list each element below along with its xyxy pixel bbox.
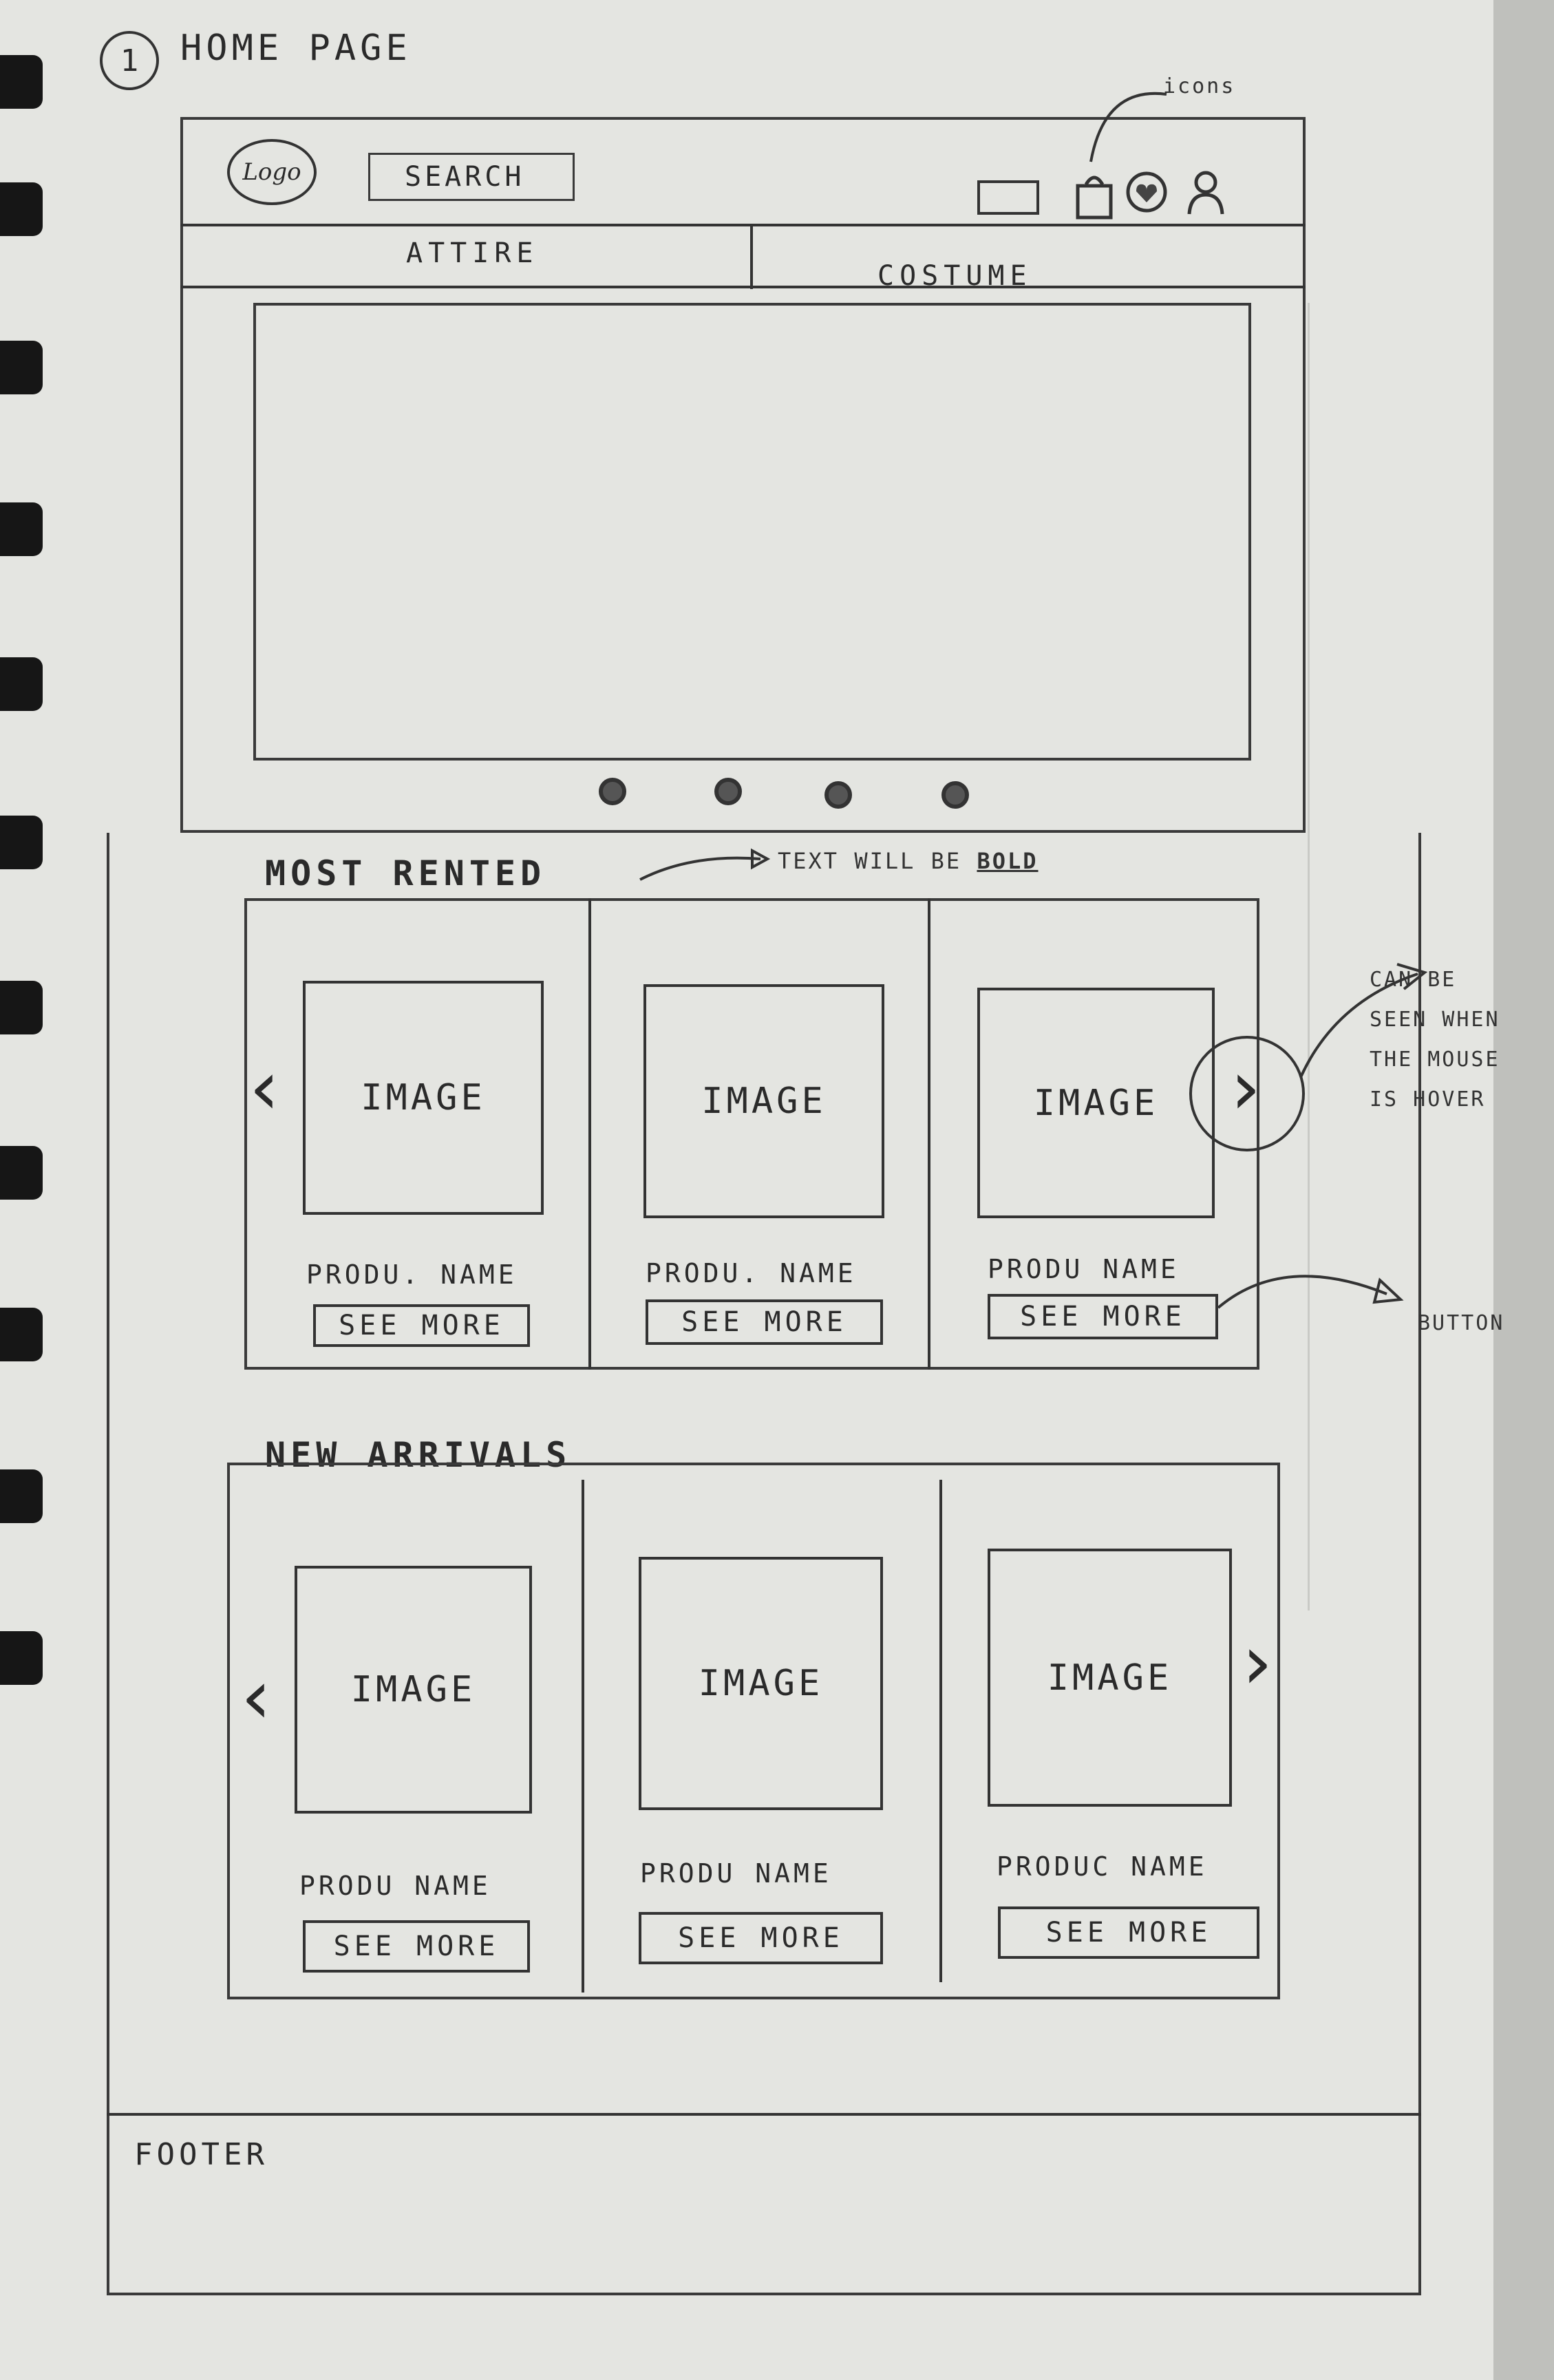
carousel-dot[interactable] bbox=[714, 778, 742, 805]
product-name: PRODU Name bbox=[640, 1858, 832, 1889]
binding-ring bbox=[0, 1146, 43, 1200]
card-divider bbox=[588, 898, 591, 1370]
product-image[interactable]: IMAGE bbox=[303, 981, 544, 1215]
hover-highlight-circle bbox=[1189, 1036, 1305, 1151]
card-divider bbox=[939, 1480, 942, 1982]
binding-ring bbox=[0, 341, 43, 394]
see-more-button[interactable]: SEE MORE bbox=[988, 1294, 1218, 1339]
search-input[interactable]: SEARCH bbox=[368, 153, 575, 201]
see-more-button[interactable]: SEE MORE bbox=[998, 1906, 1259, 1959]
nav-bottom-border bbox=[180, 286, 1306, 288]
heart-icon[interactable] bbox=[1125, 171, 1168, 216]
section-title-most-rented: MOST RENTED bbox=[265, 853, 546, 893]
product-image[interactable]: IMAGE bbox=[988, 1549, 1232, 1807]
bold-annotation-word: BOLD bbox=[977, 848, 1039, 874]
basket-icon[interactable] bbox=[1074, 171, 1115, 223]
icons-annotation: icons bbox=[1163, 74, 1236, 98]
product-image[interactable]: IMAGE bbox=[295, 1566, 532, 1814]
carousel-dot[interactable] bbox=[599, 778, 626, 805]
product-image[interactable]: IMAGE bbox=[639, 1557, 883, 1810]
page-frame-bottom bbox=[107, 833, 1421, 2295]
footer-divider bbox=[107, 2113, 1421, 2116]
logo[interactable]: Logo bbox=[227, 139, 317, 205]
bold-annotation: TEXT WILL BE BOLD bbox=[778, 848, 1039, 874]
see-more-button[interactable]: SEE MORE bbox=[303, 1920, 530, 1973]
tab-costume[interactable]: COSTUME bbox=[877, 260, 1032, 292]
product-image[interactable]: IMAGE bbox=[643, 984, 884, 1218]
card-divider bbox=[582, 1480, 584, 1993]
chevron-left-icon[interactable]: ‹ bbox=[241, 1653, 271, 1741]
nav-divider bbox=[180, 224, 1306, 226]
card-divider bbox=[928, 898, 930, 1370]
new-arrivals-carousel bbox=[227, 1463, 1280, 1999]
see-more-button[interactable]: SEE MORE bbox=[639, 1912, 883, 1964]
binding-ring bbox=[0, 1631, 43, 1685]
binding-ring bbox=[0, 502, 43, 556]
button-annotation: BUTTON bbox=[1418, 1311, 1505, 1335]
product-name: PRODU. NAME bbox=[306, 1260, 518, 1290]
hover-annotation: can be seen when the mouse is hover bbox=[1370, 968, 1500, 1112]
binding-ring bbox=[0, 1469, 43, 1523]
annotation-arrow-icon bbox=[639, 848, 771, 881]
product-name: PRODU. NAME bbox=[646, 1258, 857, 1288]
product-name: PRODUC Name bbox=[997, 1851, 1208, 1882]
carousel-dot[interactable] bbox=[824, 781, 852, 809]
product-name: PRODU NAME bbox=[988, 1254, 1180, 1284]
sketch-paper bbox=[0, 0, 1507, 2380]
chevron-left-icon[interactable]: ‹ bbox=[249, 1043, 279, 1131]
see-more-button[interactable]: SEE MORE bbox=[313, 1304, 530, 1347]
annotation-arrow-icon bbox=[1089, 92, 1167, 162]
annotation-arrow-icon bbox=[1299, 963, 1428, 1078]
bleed-through-rule bbox=[1308, 303, 1489, 1611]
binding-ring bbox=[0, 981, 43, 1034]
binding-ring bbox=[0, 816, 43, 869]
chevron-right-icon[interactable]: › bbox=[1242, 1618, 1273, 1706]
section-title-new-arrivals: NEW ARRIVALS bbox=[265, 1435, 572, 1475]
binding-ring bbox=[0, 55, 43, 109]
tab-attire[interactable]: ATTIRE bbox=[406, 237, 539, 269]
carousel-dot[interactable] bbox=[941, 781, 969, 809]
product-name: PRODU Name bbox=[299, 1871, 491, 1901]
binding-ring bbox=[0, 1308, 43, 1361]
product-image[interactable]: IMAGE bbox=[977, 988, 1215, 1218]
see-more-button[interactable]: SEE MORE bbox=[646, 1299, 883, 1345]
page-title: HOME PAGE bbox=[180, 28, 412, 69]
annotation-arrow-icon bbox=[1217, 1275, 1404, 1309]
footer: FOOTER bbox=[134, 2137, 268, 2172]
paper-edge bbox=[1493, 0, 1554, 2380]
banner-carousel[interactable] bbox=[253, 303, 1251, 761]
nav-separator bbox=[750, 224, 753, 289]
page-number-badge: 1 bbox=[100, 31, 159, 90]
user-icon[interactable] bbox=[1184, 169, 1228, 221]
page-frame-top bbox=[180, 117, 1306, 833]
binding-ring bbox=[0, 657, 43, 711]
chevron-right-icon[interactable]: › bbox=[1231, 1043, 1261, 1131]
bold-annotation-prefix: TEXT WILL BE bbox=[778, 848, 962, 874]
binding-ring bbox=[0, 182, 43, 236]
app-icon[interactable] bbox=[977, 180, 1039, 215]
